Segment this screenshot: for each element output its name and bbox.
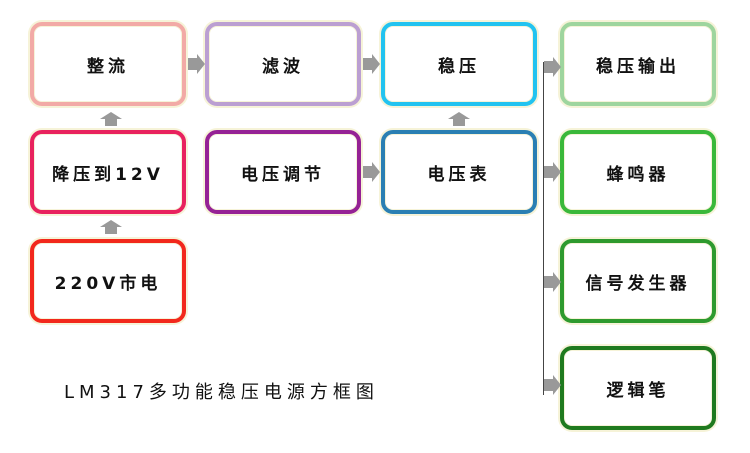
block-siggen: 信号发生器 xyxy=(560,239,716,323)
block-filter: 滤波 xyxy=(205,22,361,106)
block-label: 降压到12V xyxy=(52,164,164,185)
bus-line xyxy=(543,62,544,395)
block-label: 蜂鸣器 xyxy=(606,164,670,185)
block-voltmeter: 电压表 xyxy=(381,130,537,214)
block-label: 220V市电 xyxy=(54,273,162,294)
block-label: 稳压 xyxy=(438,56,480,77)
block-rectify: 整流 xyxy=(30,22,186,106)
block-label: 电压调节 xyxy=(241,164,325,185)
diagram-title: LM317多功能稳压电源方框图 xyxy=(64,382,379,403)
block-mains: 220V市电 xyxy=(30,239,186,323)
block-adjust: 电压调节 xyxy=(205,130,361,214)
block-label: 电压表 xyxy=(427,164,491,185)
block-label: 整流 xyxy=(87,56,129,77)
block-label: 逻辑笔 xyxy=(606,380,670,401)
block-output: 稳压输出 xyxy=(560,22,716,106)
block-label: 信号发生器 xyxy=(585,273,691,294)
block-label: 滤波 xyxy=(262,56,304,77)
block-regulate: 稳压 xyxy=(381,22,537,106)
block-buzzer: 蜂鸣器 xyxy=(560,130,716,214)
block-label: 稳压输出 xyxy=(596,56,680,77)
block-logicpen: 逻辑笔 xyxy=(560,346,716,430)
block-stepdown: 降压到12V xyxy=(30,130,186,214)
